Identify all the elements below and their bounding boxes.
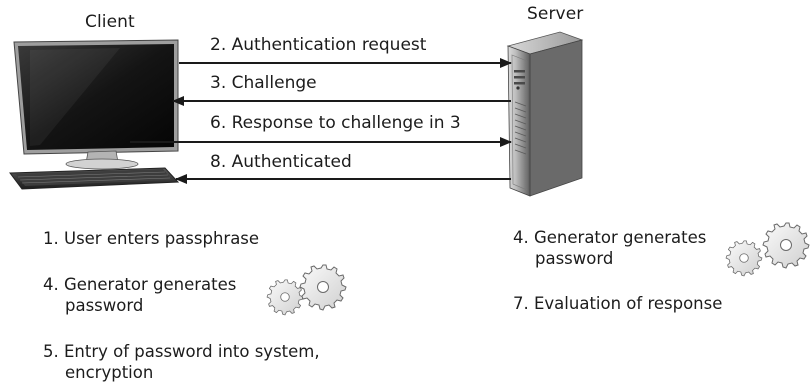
server-tower-icon [506,31,584,197]
message-label: 6. Response to challenge in 3 [210,113,461,133]
message-label: 8. Authenticated [210,152,352,172]
message-label: 2. Authentication request [210,35,427,55]
server-step: 4. Generator generates password [513,227,706,269]
step-line: 4. Generator generates [43,275,237,294]
server-label: Server [527,4,584,24]
monitor-icon [13,39,179,170]
step-line: 1. User enters passphrase [43,229,260,248]
gears-icon [725,222,810,277]
step-line: password [65,296,144,315]
client-step: 4. Generator generates password [43,274,236,316]
step-line: 7. Evaluation of response [513,294,723,313]
message-label: 3. Challenge [210,73,317,93]
client-step: 5. Entry of password into system, encryp… [43,341,320,383]
gears-icon [266,264,347,316]
client-step: 1. User enters passphrase [43,228,259,249]
step-line: encryption [65,363,154,382]
client-label: Client [85,12,135,32]
message-arrows [130,58,512,184]
keyboard-icon [9,167,180,190]
step-line: 4. Generator generates [513,228,707,247]
step-line: 5. Entry of password into system, [43,342,320,361]
step-line: password [535,249,614,268]
server-step: 7. Evaluation of response [513,293,722,314]
